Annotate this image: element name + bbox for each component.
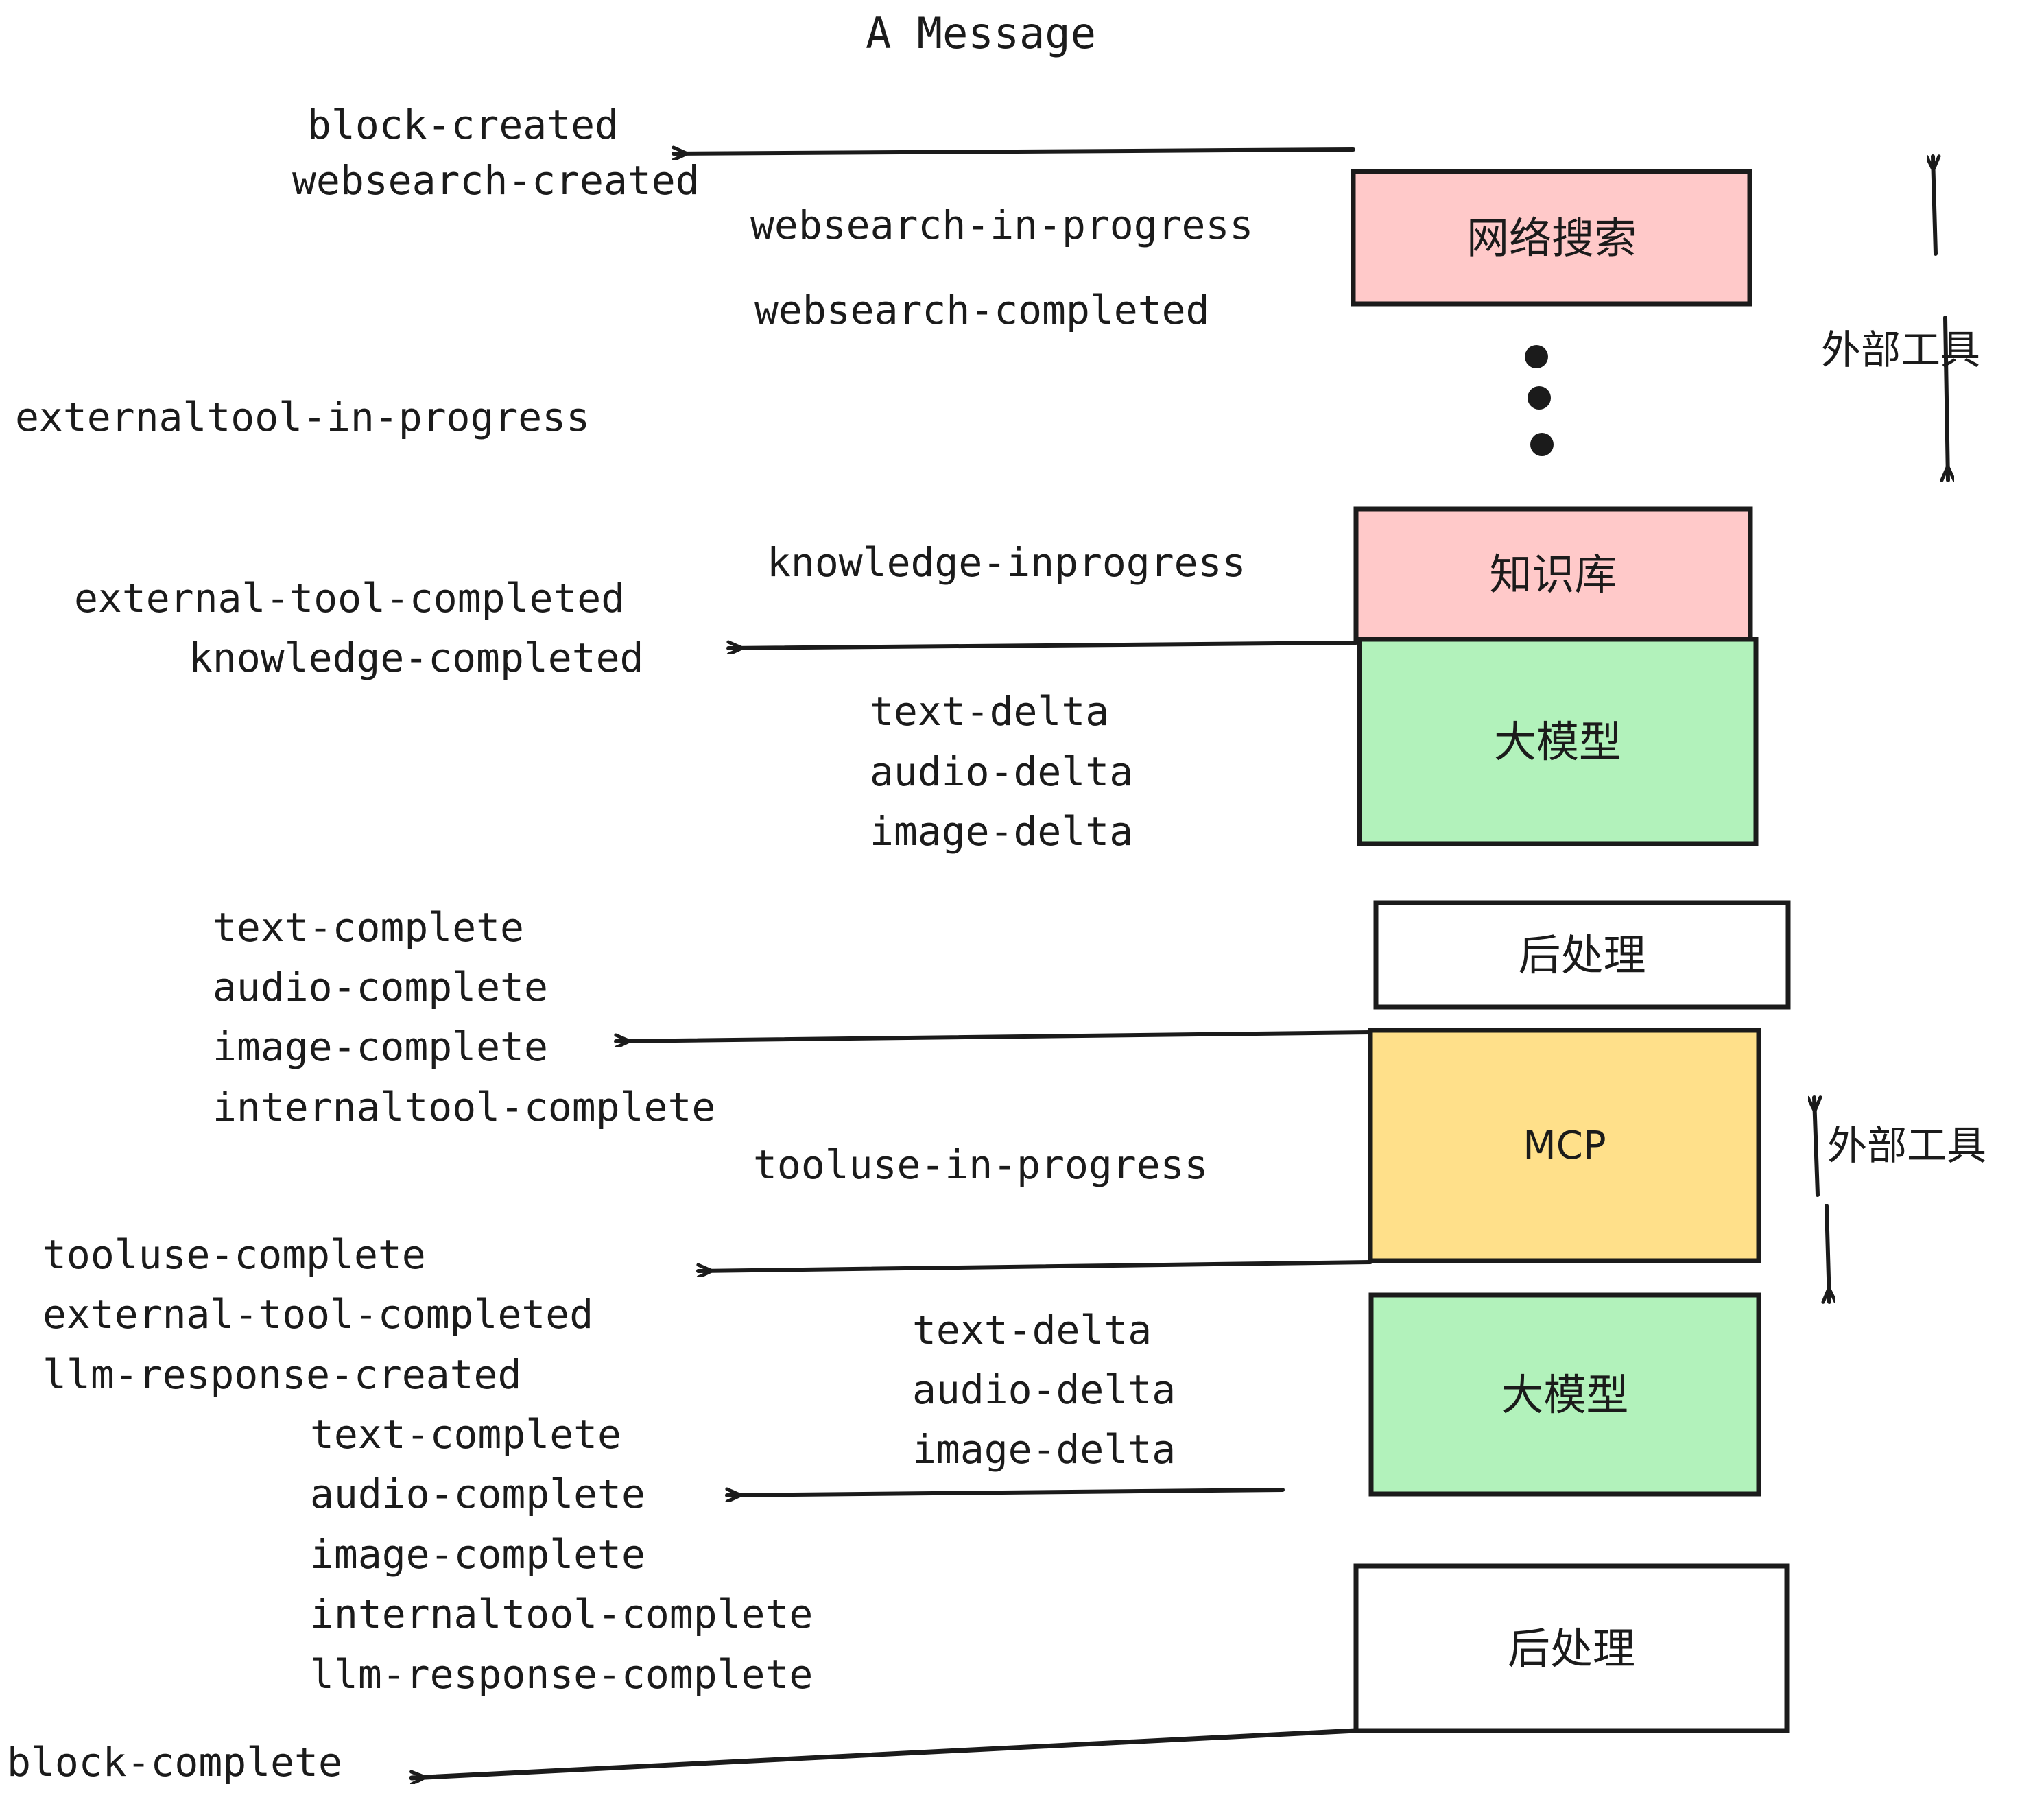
node-box-rect-llm-2	[1368, 1292, 1761, 1497]
arrow-external-top-up	[1933, 154, 1936, 256]
event-label-text-delta-2: text-delta	[912, 1307, 1152, 1353]
event-label-block-created: block-created	[307, 102, 619, 148]
event-label-websearch-created: websearch-created	[292, 157, 700, 204]
event-label-text-complete-1: text-complete	[213, 904, 524, 951]
event-label-image-delta-2: image-delta	[912, 1426, 1176, 1473]
event-label-audio-complete-1: audio-complete	[213, 964, 548, 1010]
node-box-post-2[interactable]: 后处理	[1353, 1563, 1790, 1733]
vertical-ellipsis	[1525, 345, 1554, 456]
page-title: A Message	[866, 8, 1096, 58]
node-box-label-post-1: 后处理	[1518, 930, 1645, 980]
node-box-label-mcp: MCP	[1523, 1124, 1606, 1168]
event-label-audio-complete-2: audio-complete	[310, 1471, 645, 1517]
node-box-post-1[interactable]: 后处理	[1373, 900, 1791, 1010]
event-label-image-complete-1: image-complete	[213, 1023, 548, 1070]
node-box-rect-knowledge	[1353, 506, 1753, 642]
side-label-external-tools-bottom: 外部工具	[1827, 1122, 1986, 1169]
node-box-knowledge[interactable]: 知识库	[1353, 506, 1753, 642]
event-label-image-delta-1: image-delta	[870, 808, 1133, 855]
event-label-knowledge-inprogress: knowledge-inprogress	[767, 539, 1246, 586]
node-box-rect-mcp	[1368, 1028, 1761, 1263]
ellipsis-dot-icon	[1525, 345, 1548, 368]
event-label-audio-delta-2: audio-delta	[912, 1366, 1176, 1413]
event-label-text-complete-2: text-complete	[310, 1411, 621, 1458]
event-label-block-complete: block-complete	[7, 1739, 342, 1785]
arrow-knowledge-to-completed	[726, 643, 1358, 648]
ellipsis-dot-icon	[1530, 433, 1554, 456]
node-box-llm-1[interactable]: 大模型	[1357, 637, 1759, 846]
node-box-rect-llm-1	[1357, 637, 1759, 846]
arrow-mcp-to-imagecomplete	[614, 1030, 1372, 1041]
node-box-label-websearch: 网络搜索	[1466, 213, 1637, 263]
node-box-label-llm-1: 大模型	[1494, 717, 1621, 767]
event-label-external-tool-completed-1: external-tool-completed	[74, 575, 625, 621]
event-label-audio-delta-1: audio-delta	[870, 748, 1133, 795]
arrow-external-bottom-up	[1814, 1095, 1818, 1197]
ellipsis-dot-icon	[1528, 386, 1551, 410]
event-label-knowledge-completed: knowledge-completed	[189, 634, 643, 681]
event-label-tooluse-in-progress: tooluse-in-progress	[753, 1141, 1208, 1188]
arrow-connectors	[409, 150, 1948, 1778]
event-label-websearch-in-progress: websearch-in-progress	[750, 202, 1253, 248]
event-label-llm-response-complete: llm-response-complete	[310, 1651, 813, 1698]
node-box-rect-post-1	[1373, 900, 1791, 1010]
arrow-llm2-to-audiocomplete	[725, 1490, 1285, 1495]
node-box-websearch[interactable]: 网络搜索	[1351, 169, 1752, 307]
event-label-externaltool-in-progress: externaltool-in-progress	[15, 394, 590, 440]
event-label-text-delta-1: text-delta	[870, 688, 1109, 735]
node-box-rect-websearch	[1351, 169, 1752, 307]
node-box-llm-2[interactable]: 大模型	[1368, 1292, 1761, 1497]
node-box-mcp[interactable]: MCP	[1368, 1028, 1761, 1263]
event-label-image-complete-2: image-complete	[310, 1531, 645, 1578]
arrow-websearch-to-blockcreated	[672, 150, 1355, 154]
event-label-internaltool-complete-1: internaltool-complete	[213, 1084, 715, 1130]
node-box-label-knowledge: 知识库	[1489, 549, 1617, 600]
event-label-llm-response-created: llm-response-created	[43, 1351, 521, 1398]
node-box-label-llm-2: 大模型	[1501, 1370, 1628, 1420]
event-label-external-tool-completed-2: external-tool-completed	[43, 1291, 593, 1338]
arrow-external-top-down	[1945, 316, 1948, 482]
event-labels: block-created websearch-created websearch-…	[7, 102, 1253, 1785]
event-label-tooluse-complete: tooluse-complete	[43, 1231, 426, 1278]
event-label-websearch-completed: websearch-completed	[754, 287, 1209, 333]
node-box-rect-post-2	[1353, 1563, 1790, 1733]
side-label-external-tools-top: 外部工具	[1821, 327, 1980, 373]
arrow-mcp-to-tooluse	[696, 1260, 1372, 1271]
arrow-post2-to-blockcomplete	[409, 1728, 1359, 1778]
arrow-external-bottom-down	[1827, 1204, 1829, 1304]
node-box-label-post-2: 后处理	[1508, 1624, 1635, 1674]
event-label-internaltool-complete-2: internaltool-complete	[310, 1591, 813, 1637]
